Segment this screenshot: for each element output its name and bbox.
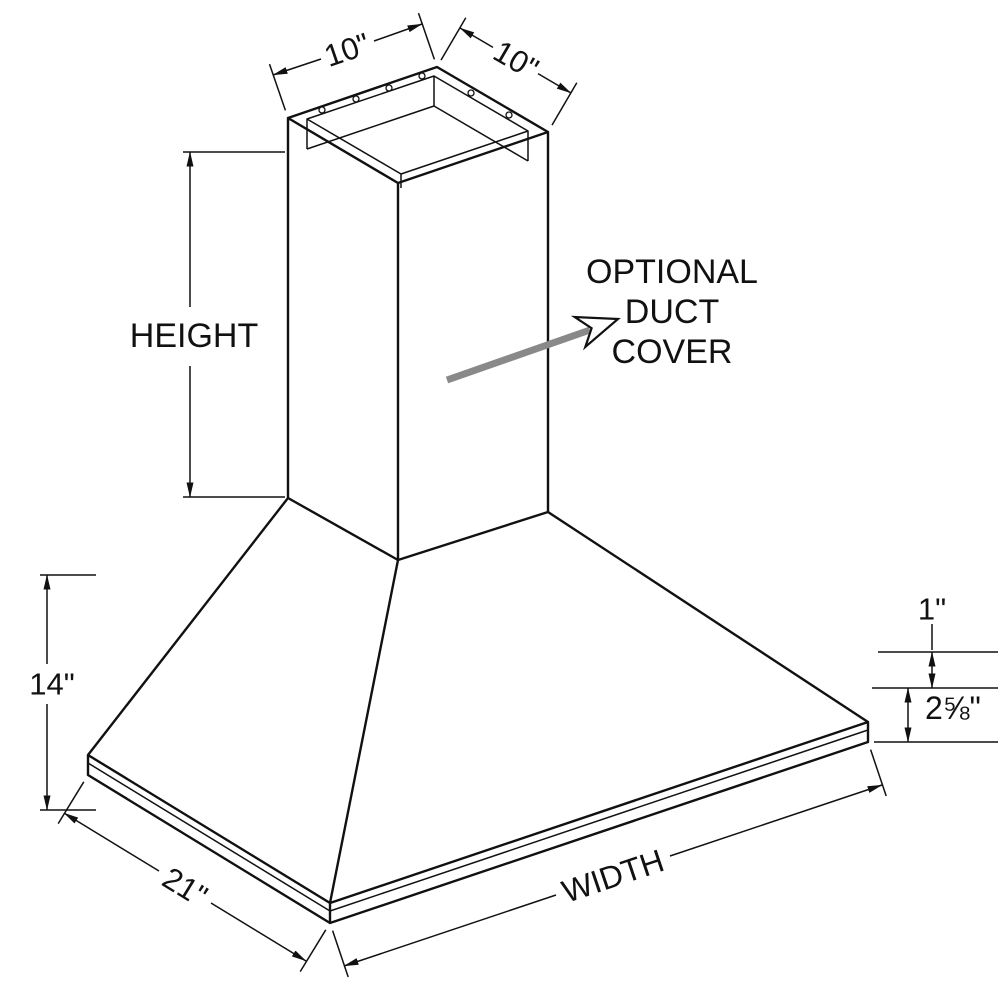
screw-hole [385, 84, 393, 92]
screw-hole [352, 95, 360, 103]
flange-screw-holes [318, 72, 513, 119]
hood-height-label: 14" [29, 667, 75, 702]
depth-label: 21" [156, 860, 213, 914]
duct-width-label: 10" [320, 26, 374, 74]
screw-hole [467, 89, 475, 97]
callout-text-line1: OPTIONAL [586, 253, 758, 291]
height-label: HEIGHT [130, 317, 258, 355]
width-dimension: WIDTH [331, 749, 887, 978]
screw-hole [505, 111, 513, 119]
width-label: WIDTH [558, 842, 669, 910]
width-dim-line-right [669, 784, 883, 857]
callout-arrow-head-icon [570, 315, 621, 351]
depth-dim-line-left [63, 812, 160, 872]
hood-rim-inner-line [87, 729, 869, 912]
hood-height-dimension: 14" [29, 574, 96, 811]
screw-hole [318, 106, 326, 114]
duct-cover-callout: OPTIONAL DUCT COVER [445, 253, 758, 384]
width-extension-lines [331, 749, 887, 978]
top-edge-label: 1" [918, 592, 946, 627]
depth-dim-line-right [210, 902, 307, 962]
height-extension-lines [183, 151, 285, 498]
rim-height-label: 2⅝" [925, 690, 981, 726]
duct-depth-label: 10" [488, 33, 545, 86]
callout-arrow-shaft [445, 326, 592, 384]
duct-depth-dim-line-left [459, 27, 494, 49]
duct-width-extension-lines [268, 12, 436, 111]
rim-dimensions: 1" 2⅝" [872, 592, 998, 743]
duct-width-dim-line-left [272, 58, 322, 76]
depth-extension-lines [57, 781, 327, 972]
duct-opening-inner-rim [306, 75, 529, 188]
duct-depth-dim-line-right [537, 72, 572, 94]
hood-drawing [86, 65, 870, 925]
chimney-outline [286, 65, 550, 562]
callout-text-line2: DUCT [625, 293, 719, 331]
screw-hole [418, 72, 426, 80]
duct-width-dim-line-right [373, 23, 423, 42]
width-dim-line-left [343, 894, 557, 967]
hood-body-outline [86, 496, 870, 925]
height-dimension: HEIGHT [130, 151, 285, 498]
duct-depth-extension-lines [440, 17, 578, 126]
callout-text-line3: COVER [612, 333, 733, 371]
